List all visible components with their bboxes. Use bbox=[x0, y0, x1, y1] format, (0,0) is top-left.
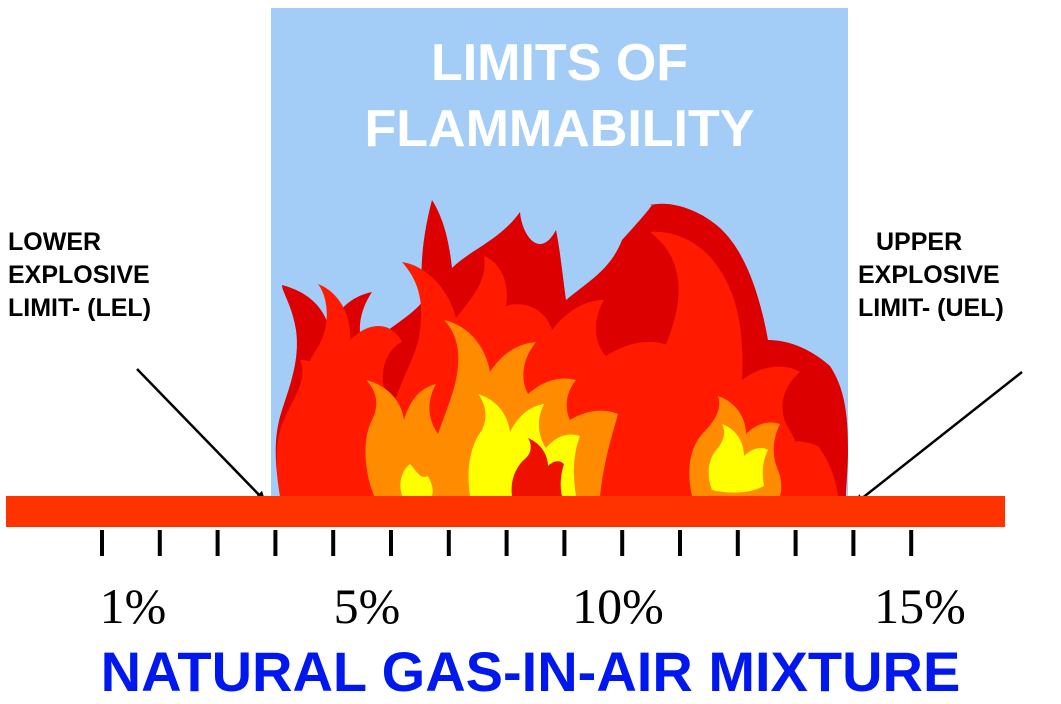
lower-explosive-limit-label: LOWER EXPLOSIVE LIMIT- (LEL) bbox=[8, 226, 151, 325]
uel-line-2: EXPLOSIVE bbox=[858, 261, 1000, 289]
lel-line-3: LIMIT- (LEL) bbox=[8, 294, 152, 322]
scale-label-10: 10% bbox=[572, 578, 664, 634]
uel-line-1: UPPER bbox=[876, 228, 963, 256]
uel-line-3: LIMIT- (UEL) bbox=[858, 294, 1004, 322]
scale-label-15: 15% bbox=[874, 578, 966, 634]
uel-arrow bbox=[854, 371, 1023, 505]
lel-arrow bbox=[136, 368, 266, 502]
concentration-bar bbox=[6, 496, 1005, 527]
title-line-1: LIMITS OF bbox=[430, 34, 689, 92]
scale-label-1: 1% bbox=[99, 578, 167, 634]
upper-explosive-limit-label: UPPER EXPLOSIVE LIMIT- (UEL) bbox=[858, 226, 1004, 325]
diagram-title: LIMITS OF FLAMMABILITY bbox=[271, 30, 848, 162]
lel-line-2: EXPLOSIVE bbox=[8, 261, 150, 289]
axis-title: NATURAL GAS-IN-AIR MIXTURE bbox=[100, 640, 961, 703]
lel-line-1: LOWER bbox=[8, 228, 102, 256]
scale-label-5: 5% bbox=[333, 578, 401, 634]
title-line-2: FLAMMABILITY bbox=[364, 100, 755, 158]
